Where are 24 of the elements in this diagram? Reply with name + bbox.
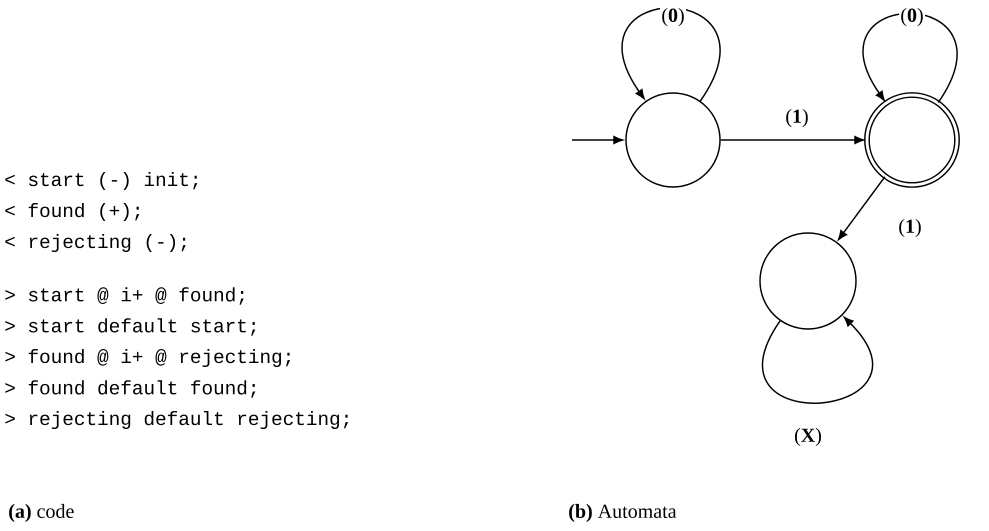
arrow bbox=[720, 136, 864, 144]
code-line: > start default start; bbox=[5, 318, 256, 336]
edge-label: (0) bbox=[899, 6, 925, 28]
self-loop-arrow bbox=[862, 12, 958, 103]
code-line: < start (-) init; bbox=[5, 172, 198, 190]
edge-label: (0) bbox=[660, 6, 686, 28]
edge-label: (1) bbox=[897, 218, 923, 238]
code-line: > found @ i+ @ rejecting; bbox=[5, 348, 290, 367]
self-loop-arrow bbox=[762, 316, 874, 404]
initial-arrow bbox=[572, 136, 624, 144]
self-loop-arrow bbox=[622, 7, 721, 102]
code-line: > found default found; bbox=[5, 380, 256, 398]
state-circle bbox=[625, 92, 721, 188]
edge-label: (X) bbox=[792, 426, 824, 448]
subfigure-caption: (b) Automata bbox=[569, 504, 676, 522]
edge-label: (1) bbox=[784, 108, 810, 128]
state-circle bbox=[759, 232, 857, 330]
code-line: < found (+); bbox=[5, 202, 140, 221]
code-line: > start @ i+ @ found; bbox=[5, 287, 244, 305]
subfigure-caption: (a) code bbox=[9, 504, 74, 522]
state-circle bbox=[864, 92, 960, 188]
code-line: < rejecting (-); bbox=[5, 234, 186, 252]
code-line: > rejecting default rejecting; bbox=[5, 410, 348, 429]
arrow bbox=[838, 176, 886, 240]
